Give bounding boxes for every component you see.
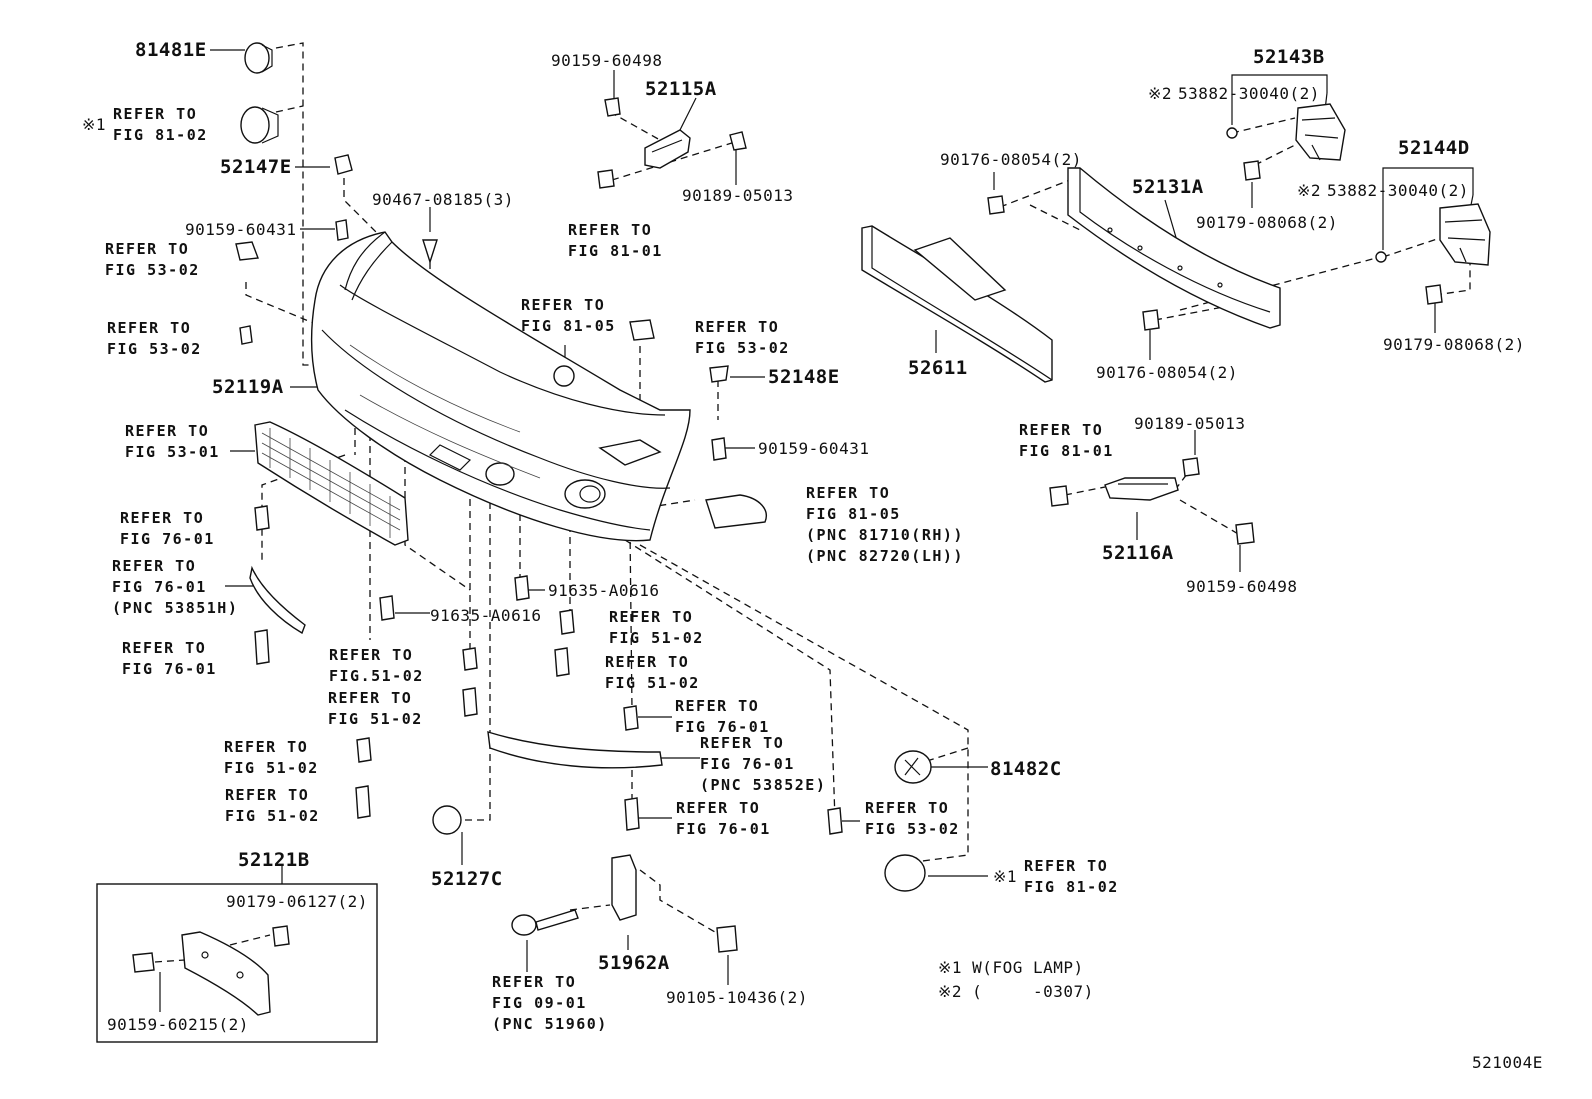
legend-fog-lamp: ※1 W(FOG LAMP): [938, 958, 1084, 977]
refer-fig-81-05-fog-lamp-cover[interactable]: REFER TO FIG 81-05 (PNC 81710(RH)) (PNC …: [806, 484, 964, 565]
license-bracket-illustration: [96, 883, 378, 1043]
part-label-52143B[interactable]: 52143B: [1253, 46, 1325, 68]
solid-leaders: [159, 49, 1474, 1012]
refer-fig-81-01-right[interactable]: REFER TO FIG 81-01: [1019, 421, 1114, 460]
part-label-91635-A0616-center[interactable]: 91635-A0616: [548, 581, 660, 600]
part-label-90159-60498-right[interactable]: 90159-60498: [1186, 577, 1298, 596]
part-label-90179-06127[interactable]: 90179-06127(2): [226, 892, 368, 911]
towing-hook-cover-illustration: [511, 854, 637, 936]
lamps-and-caps-illustration: [240, 42, 932, 892]
note-mark-2-a: ※2: [1148, 84, 1173, 103]
part-label-90467-08185[interactable]: 90467-08185(3): [372, 190, 514, 209]
refer-fig-81-05-a[interactable]: REFER TO FIG 81-05: [521, 296, 616, 335]
diagram-id: 521004E: [1472, 1053, 1543, 1072]
refer-fig-76-01-a[interactable]: REFER TO FIG 76-01: [120, 509, 215, 548]
refer-fig-76-01-c[interactable]: REFER TO FIG 76-01: [675, 697, 770, 736]
part-label-51962A[interactable]: 51962A: [598, 952, 670, 974]
part-label-90105-10436[interactable]: 90105-10436(2): [666, 988, 808, 1007]
part-label-90189-05013-top[interactable]: 90189-05013: [682, 186, 794, 205]
bumper-cover-illustration: [310, 231, 691, 542]
part-label-52147E[interactable]: 52147E: [220, 156, 292, 178]
part-label-81482C[interactable]: 81482C: [990, 758, 1062, 780]
part-label-91635-A0616-left[interactable]: 91635-A0616: [430, 606, 542, 625]
refer-fig-53-02-c[interactable]: REFER TO FIG 53-02: [695, 318, 790, 357]
part-label-53882-30040-b[interactable]: 53882-30040(2): [1327, 181, 1469, 200]
part-label-52119A[interactable]: 52119A: [212, 376, 284, 398]
part-label-53882-30040-a[interactable]: 53882-30040(2): [1178, 84, 1320, 103]
part-label-90159-60498-top[interactable]: 90159-60498: [551, 51, 663, 70]
part-label-52115A[interactable]: 52115A: [645, 78, 717, 100]
part-label-81481E[interactable]: 81481E: [135, 39, 207, 61]
part-label-52144D[interactable]: 52144D: [1398, 137, 1470, 159]
part-label-90159-60215[interactable]: 90159-60215(2): [107, 1015, 249, 1034]
refer-fig-53-01[interactable]: REFER TO FIG 53-01: [125, 422, 220, 461]
energy-absorber-illustration: [861, 225, 1053, 383]
left-side-moulding-illustration: [249, 565, 306, 635]
note-mark-1-b: ※1: [993, 867, 1018, 886]
refer-fig-53-02-a[interactable]: REFER TO FIG 53-02: [105, 240, 200, 279]
refer-fig-51-02-f[interactable]: REFER TO FIG 51-02: [605, 653, 700, 692]
part-label-52127C[interactable]: 52127C: [431, 868, 503, 890]
part-label-52611[interactable]: 52611: [908, 357, 968, 379]
lower-grille-illustration: [254, 421, 409, 546]
refer-fig-76-01-pnc-53852e[interactable]: REFER TO FIG 76-01 (PNC 53852E): [700, 734, 827, 794]
part-label-90176-08054-a[interactable]: 90176-08054(2): [940, 150, 1082, 169]
note-mark-2-b: ※2: [1297, 181, 1322, 200]
refer-fig-76-01-d[interactable]: REFER TO FIG 76-01: [676, 799, 771, 838]
refer-fig-76-01-pnc-53851h[interactable]: REFER TO FIG 76-01 (PNC 53851H): [112, 557, 239, 617]
part-label-52121B[interactable]: 52121B: [238, 849, 310, 871]
bumper-reinforcement-illustration: [1067, 167, 1281, 329]
part-label-90159-60431-right[interactable]: 90159-60431: [758, 439, 870, 458]
part-label-90176-08054-b[interactable]: 90176-08054(2): [1096, 363, 1238, 382]
refer-fig-81-02-top[interactable]: REFER TO FIG 81-02: [113, 105, 208, 144]
refer-fig-51-02-e[interactable]: REFER TO FIG 51-02: [609, 608, 704, 647]
refer-fig-09-01[interactable]: REFER TO FIG 09-01 (PNC 51960): [492, 973, 608, 1033]
lower-center-moulding-illustration: [487, 731, 663, 769]
refer-fig-81-01-top[interactable]: REFER TO FIG 81-01: [568, 221, 663, 260]
reinforcement-brackets-illustration: [1295, 103, 1491, 266]
refer-fig-51-02-b[interactable]: REFER TO FIG 51-02: [328, 689, 423, 728]
refer-fig-53-02-b[interactable]: REFER TO FIG 53-02: [107, 319, 202, 358]
refer-fig-76-01-b[interactable]: REFER TO FIG 76-01: [122, 639, 217, 678]
note-mark-1-a: ※1: [82, 115, 107, 134]
side-brackets-illustration: [644, 129, 1179, 501]
refer-fig-51-02-a[interactable]: REFER TO FIG.51-02: [329, 646, 424, 685]
refer-fig-51-02-c[interactable]: REFER TO FIG 51-02: [224, 738, 319, 777]
refer-fig-81-02-bottom[interactable]: REFER TO FIG 81-02: [1024, 857, 1119, 896]
legend-date-range: ※2 ( -0307): [938, 982, 1094, 1001]
fasteners-illustration: [132, 97, 1443, 973]
part-label-52116A[interactable]: 52116A: [1102, 542, 1174, 564]
refer-fig-53-02-d[interactable]: REFER TO FIG 53-02: [865, 799, 960, 838]
part-label-90189-05013-right[interactable]: 90189-05013: [1134, 414, 1246, 433]
part-label-52131A[interactable]: 52131A: [1132, 176, 1204, 198]
part-label-90179-08068-a[interactable]: 90179-08068(2): [1196, 213, 1338, 232]
part-label-52148E[interactable]: 52148E: [768, 366, 840, 388]
part-label-90159-60431-left[interactable]: 90159-60431: [185, 220, 297, 239]
part-label-90179-08068-b[interactable]: 90179-08068(2): [1383, 335, 1525, 354]
refer-fig-51-02-d[interactable]: REFER TO FIG 51-02: [225, 786, 320, 825]
